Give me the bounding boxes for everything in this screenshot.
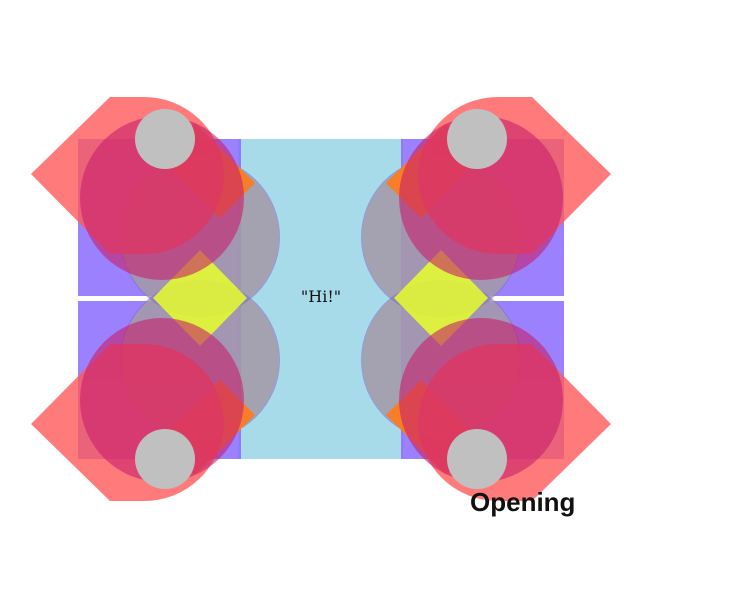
right-top-overlap — [399, 116, 563, 280]
right-bottom-overlap — [399, 318, 563, 482]
left-bottom-knob — [135, 429, 195, 489]
left-top-overlap — [80, 116, 244, 280]
left-top-knob — [135, 109, 195, 169]
right-bottom-knob — [447, 429, 507, 489]
status-label: Opening — [470, 487, 576, 517]
right-top-knob — [447, 109, 507, 169]
greeting-text: "Hi!" — [300, 287, 342, 306]
left-bottom-overlap — [80, 318, 244, 482]
